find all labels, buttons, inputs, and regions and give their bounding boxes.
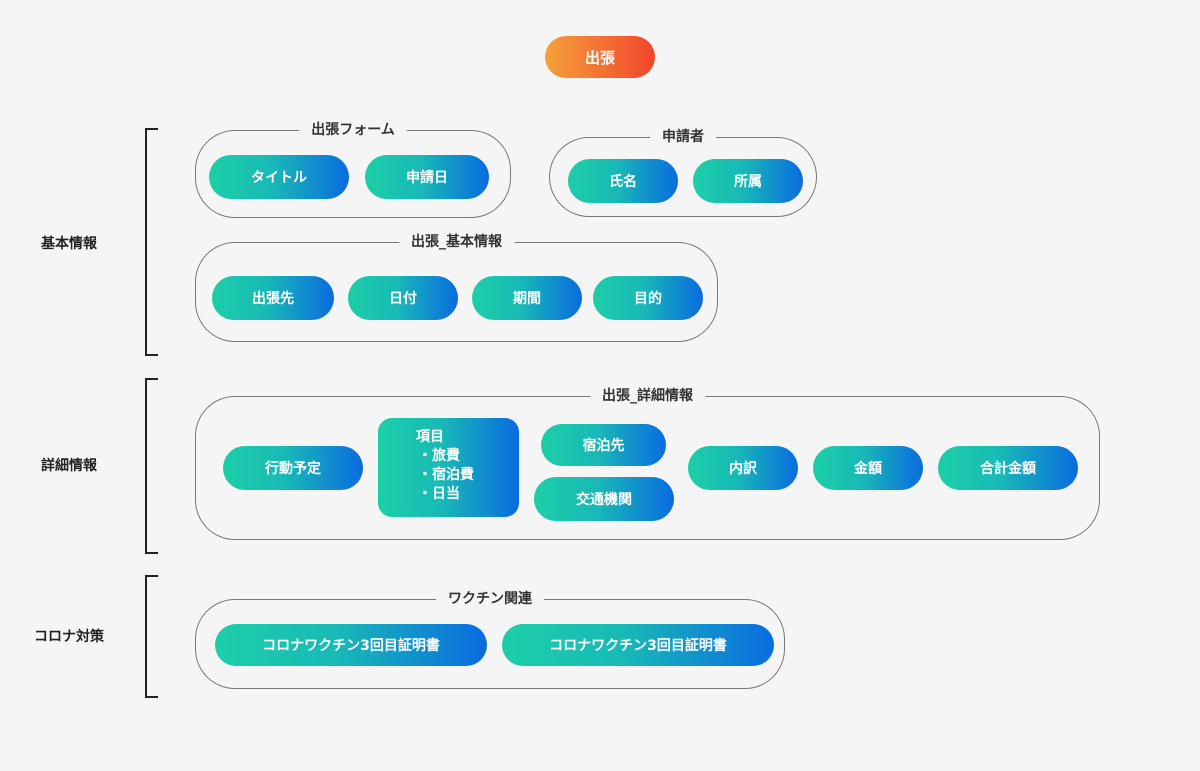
group-title-vaccine: ワクチン関連 bbox=[436, 589, 544, 609]
node-name[interactable]: 氏名 bbox=[568, 159, 678, 203]
node-affiliation-label: 所属 bbox=[734, 174, 762, 190]
node-title-label: タイトル bbox=[251, 170, 307, 186]
items-card-lodging-expense: ・宿泊費 bbox=[418, 467, 474, 483]
root-node-trip[interactable]: 出張 bbox=[545, 36, 655, 78]
group-title-applicant: 申請者 bbox=[650, 127, 716, 147]
node-vaccine-certificate-1[interactable]: コロナワクチン3回目証明書 bbox=[215, 624, 487, 666]
section-label-detail-info: 詳細情報 bbox=[41, 458, 97, 474]
node-title[interactable]: タイトル bbox=[209, 155, 349, 199]
section-label-basic-info: 基本情報 bbox=[41, 236, 97, 252]
node-breakdown-label: 内訳 bbox=[729, 461, 757, 477]
node-destination-label: 出張先 bbox=[252, 291, 294, 307]
node-transport-label: 交通機関 bbox=[576, 492, 632, 508]
node-affiliation[interactable]: 所属 bbox=[693, 159, 803, 203]
node-vaccine-certificate-2-label: コロナワクチン3回目証明書 bbox=[549, 638, 727, 654]
node-vaccine-certificate-1-label: コロナワクチン3回目証明書 bbox=[262, 638, 440, 654]
items-card-daily-allowance: ・日当 bbox=[418, 486, 460, 502]
node-period-label: 期間 bbox=[513, 291, 541, 307]
bracket-detail-info bbox=[145, 378, 158, 554]
node-total-amount-label: 合計金額 bbox=[980, 461, 1036, 477]
node-period[interactable]: 期間 bbox=[472, 276, 582, 320]
node-amount-label: 金額 bbox=[854, 461, 882, 477]
node-vaccine-certificate-2[interactable]: コロナワクチン3回目証明書 bbox=[502, 624, 774, 666]
node-lodging-label: 宿泊先 bbox=[582, 438, 625, 454]
node-breakdown[interactable]: 内訳 bbox=[688, 446, 798, 490]
bracket-basic-info bbox=[145, 128, 158, 356]
node-lodging[interactable]: 宿泊先 bbox=[541, 424, 666, 466]
section-label-corona: コロナ対策 bbox=[34, 629, 104, 645]
bracket-corona bbox=[145, 575, 158, 698]
group-title-trip-basic-info: 出張_基本情報 bbox=[399, 232, 514, 252]
group-title-trip-detail-info: 出張_詳細情報 bbox=[590, 386, 705, 406]
group-trip-detail-info: 出張_詳細情報 bbox=[195, 386, 1100, 540]
node-destination[interactable]: 出張先 bbox=[212, 276, 334, 320]
node-purpose-label: 目的 bbox=[634, 291, 662, 307]
node-action-plan[interactable]: 行動予定 bbox=[223, 446, 363, 490]
group-trip-form: 出張フォーム bbox=[195, 120, 511, 218]
root-node-label: 出張 bbox=[584, 48, 615, 67]
node-amount[interactable]: 金額 bbox=[813, 446, 923, 490]
node-name-label: 氏名 bbox=[609, 174, 637, 190]
node-total-amount[interactable]: 合計金額 bbox=[938, 446, 1078, 490]
node-action-plan-label: 行動予定 bbox=[265, 461, 321, 477]
node-transport[interactable]: 交通機関 bbox=[534, 477, 674, 521]
items-card-travel-expense: ・旅費 bbox=[418, 448, 460, 464]
node-application-date-label: 申請日 bbox=[406, 170, 448, 186]
items-card-title: 項目 bbox=[416, 429, 444, 445]
node-date[interactable]: 日付 bbox=[348, 276, 458, 320]
group-title-trip-form: 出張フォーム bbox=[299, 120, 407, 140]
group-trip-basic-info: 出張_基本情報 bbox=[195, 232, 718, 342]
node-date-label: 日付 bbox=[389, 291, 417, 307]
group-applicant: 申請者 bbox=[549, 127, 817, 217]
node-application-date[interactable]: 申請日 bbox=[365, 155, 489, 199]
node-items-card[interactable]: 項目 ・旅費 ・宿泊費 ・日当 bbox=[378, 418, 519, 517]
group-vaccine: ワクチン関連 bbox=[195, 589, 785, 689]
node-purpose[interactable]: 目的 bbox=[593, 276, 703, 320]
